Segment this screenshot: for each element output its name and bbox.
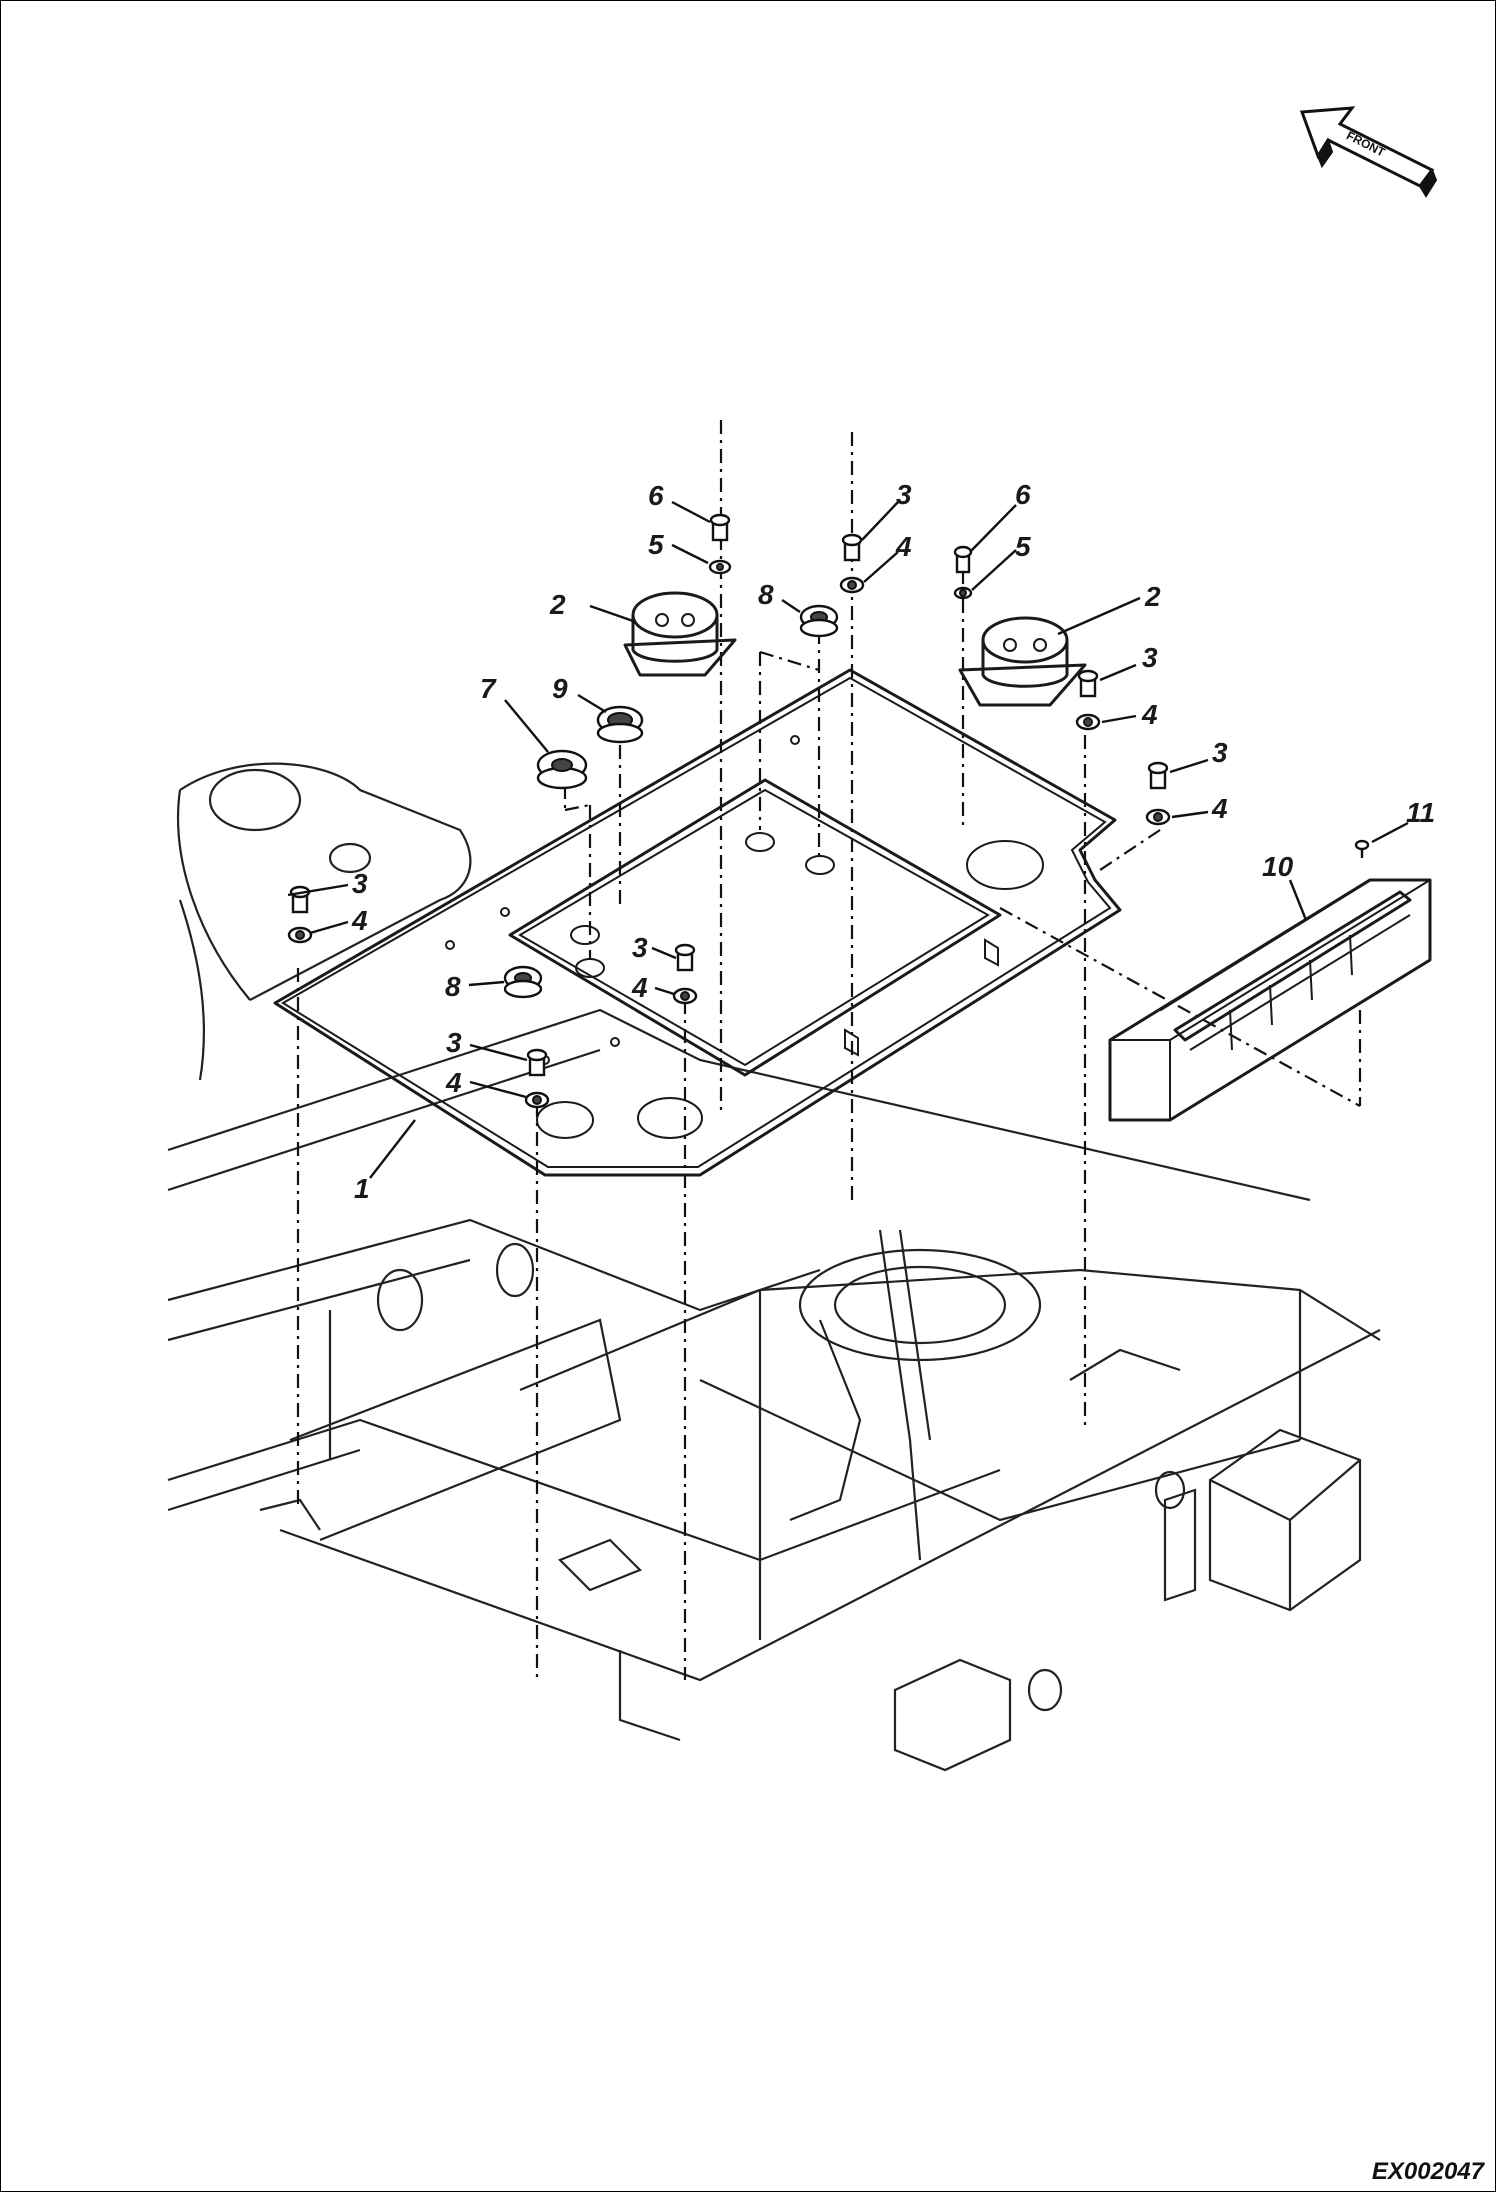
callout-5: 5 [1015,531,1031,562]
front-arrow-icon: FRONT [1299,106,1438,198]
callout-4: 4 [631,972,648,1003]
rubber-mount-right [958,616,1087,707]
callout-3: 3 [446,1027,462,1058]
callout-11: 11 [1406,797,1435,828]
callout-8: 8 [758,579,774,610]
callout-7: 7 [480,673,497,704]
callout-4: 4 [1141,699,1158,730]
callout-8: 8 [445,971,461,1002]
callout-10: 10 [1262,851,1294,882]
callout-6: 6 [648,480,664,511]
air-vent-duct [1108,878,1432,1122]
callout-3: 3 [352,868,368,899]
callout-3: 3 [632,932,648,963]
assembly-lines [296,420,1362,1680]
callout-3: 3 [1142,642,1158,673]
callout-1: 1 [354,1173,370,1204]
bolts-and-washers [287,513,1370,1109]
callout-5: 5 [648,529,664,560]
callout-2: 2 [1144,581,1161,612]
callout-6: 6 [1015,479,1031,510]
callout-2: 2 [549,589,566,620]
callout-3: 3 [896,479,912,510]
callout-9: 9 [552,673,568,704]
callout-4: 4 [351,905,368,936]
rubber-mount-left [623,591,737,677]
callout-4: 4 [1211,793,1228,824]
plug-9 [596,705,644,744]
callout-3: 3 [1212,737,1228,768]
plug-8-top [799,604,839,638]
floor-plate [273,668,1122,1177]
plug-8-bottom [503,965,543,999]
grommet-7 [536,749,588,790]
callouts: 6 5 3 4 6 5 2 8 2 3 4 7 9 3 4 11 10 3 4 … [351,479,1435,1204]
leader-lines [287,500,1409,1179]
base-frame [167,762,1381,1772]
callout-4: 4 [445,1067,462,1098]
callout-4: 4 [895,531,912,562]
figure-code: EX002047 [1371,2158,1484,2185]
